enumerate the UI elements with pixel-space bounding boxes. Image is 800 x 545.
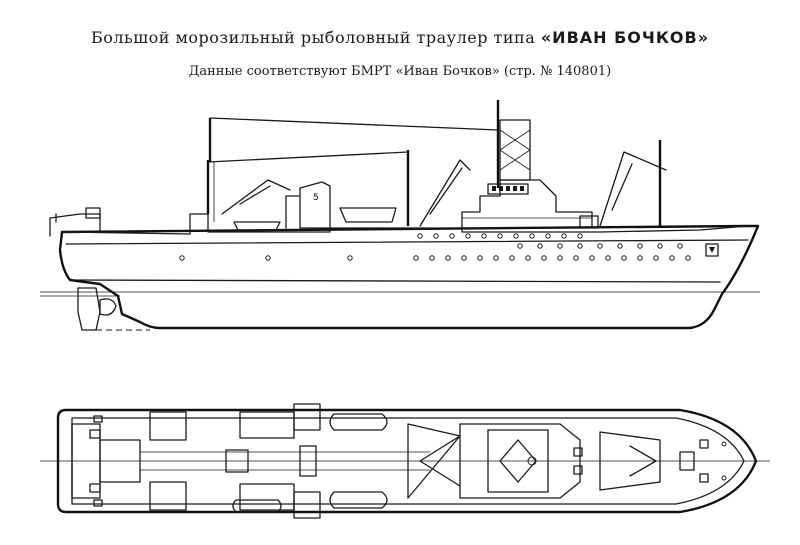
lifeboat-side: [339, 207, 397, 223]
gallows-starboard: [293, 491, 321, 519]
gallows-port: [293, 403, 321, 431]
stern-winch-house: [85, 207, 101, 219]
portholes-lower: [179, 255, 691, 261]
deck-sheer-line: [61, 213, 749, 235]
engine-casing: [225, 449, 249, 473]
propeller: [99, 298, 117, 316]
portholes-middle: [517, 243, 683, 249]
bitt-port: [699, 439, 709, 449]
plan-view: [40, 403, 770, 519]
rescue-boat-side: [233, 221, 281, 231]
portholes-upper: [417, 233, 583, 239]
side-profile: 5: [40, 100, 760, 331]
bitt-starboard: [699, 473, 709, 483]
ship-name: «ИВАН БОЧКОВ»: [540, 28, 710, 47]
trawl-slip: [99, 439, 141, 483]
boot-top-line: [71, 279, 721, 283]
superstructure-plan: [459, 423, 581, 499]
drawing-subtitle: Данные соответствуют БМРТ «Иван Бочков» …: [188, 64, 612, 79]
sheer-stripe: [65, 239, 749, 245]
bridge-deck: [487, 429, 549, 493]
side-view-label: 5: [313, 193, 319, 203]
aft-casing: [285, 195, 301, 229]
plan-hull-outline: [56, 408, 758, 514]
frame-starboard-aft: [239, 483, 295, 511]
frame-port-aft: [239, 411, 295, 439]
gallows-crossbeam: [207, 151, 409, 163]
aft-derrick-left: [221, 179, 291, 215]
funnel-casing: [299, 181, 331, 229]
rescue-boat: [232, 499, 282, 513]
superstructure: [461, 179, 593, 229]
title-prefix: Большой морозильный рыболовный траулер т…: [90, 28, 541, 47]
anchor-hawse: [705, 243, 719, 257]
compass: [527, 456, 537, 466]
mid-derrick: [419, 159, 471, 227]
hull-outline: [58, 224, 760, 330]
wheelhouse-windows: [492, 186, 524, 191]
windlass: [679, 451, 695, 471]
rudder: [77, 287, 101, 331]
fore-winch: [579, 215, 599, 229]
fore-derrick-plan: [599, 431, 661, 491]
wheelhouse: [487, 183, 529, 195]
aft-winch-starboard: [149, 481, 187, 511]
trawl-stay: [209, 117, 499, 131]
aft-winch-port: [149, 411, 187, 441]
lifeboat-port: [329, 413, 388, 431]
plan-deck-edge: [71, 417, 745, 505]
main-mast-lattice: [499, 119, 531, 181]
fore-derrick: [599, 151, 667, 227]
lifeboat-starboard: [329, 491, 388, 509]
drawing-title: Большой морозильный рыболовный траулер т…: [0, 28, 800, 47]
stern-gantry: [49, 213, 101, 237]
funnel-plan: [299, 445, 317, 477]
